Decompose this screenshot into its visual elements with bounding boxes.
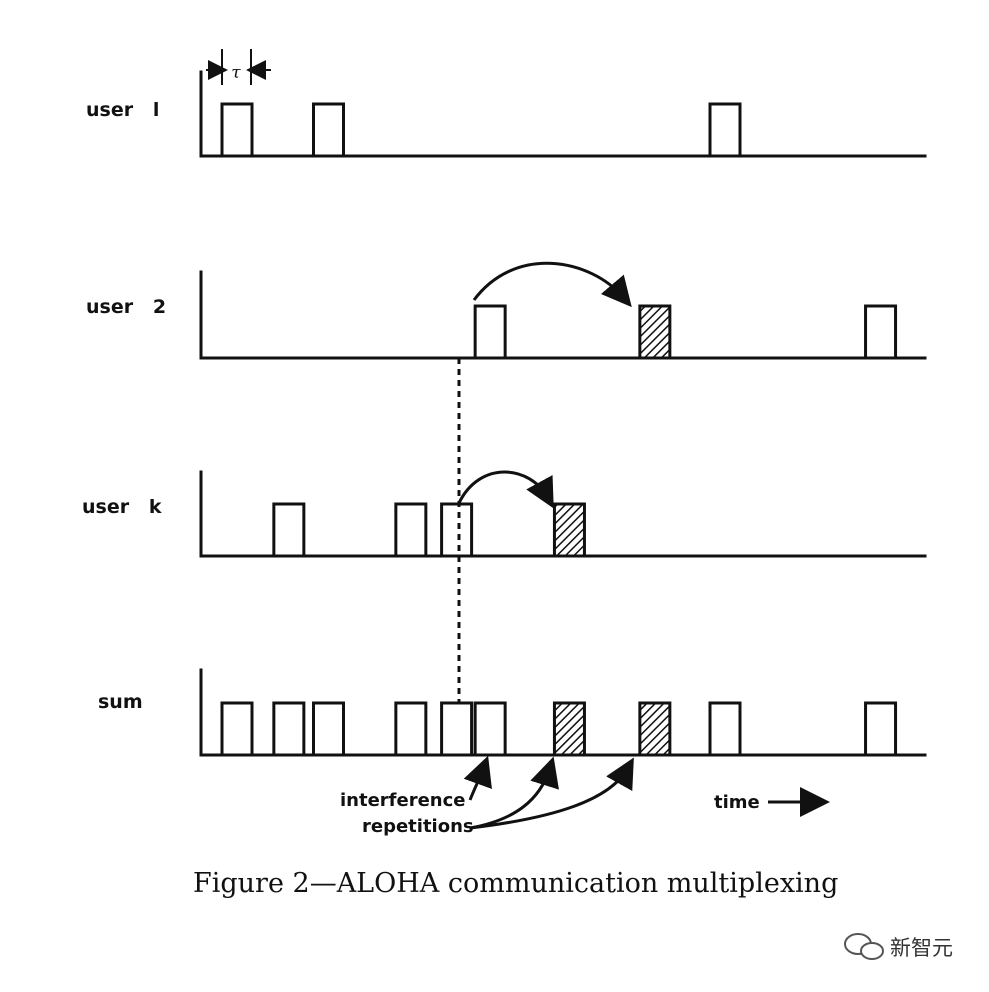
packet [220, 102, 254, 158]
time-axis [199, 470, 927, 558]
row-sum [199, 668, 927, 757]
repetition-packet [638, 701, 672, 757]
retransmit-arc-user-2 [472, 261, 632, 308]
packet [394, 701, 428, 757]
time-axis [199, 70, 927, 158]
row-user-k [199, 470, 927, 558]
packet [272, 701, 306, 757]
time-label: time [714, 792, 760, 813]
packet [272, 502, 306, 558]
watermark-text: 新智元 [890, 936, 953, 960]
time-axis [199, 270, 927, 360]
tau-label: τ [231, 63, 241, 83]
packet [312, 701, 345, 757]
packet [864, 304, 898, 360]
packet [440, 502, 474, 558]
packet [220, 701, 254, 757]
interference-arrow [463, 755, 492, 801]
interference-label: interference [340, 790, 466, 811]
watermark: 新智元 [844, 933, 953, 960]
tau-marker: τ [206, 49, 271, 85]
row-label-user-2: user 2 [86, 296, 166, 318]
row-user-2 [199, 270, 927, 360]
packet [708, 102, 742, 158]
packet [440, 701, 474, 757]
figure-caption: Figure 2—ALOHA communication multiplexin… [193, 868, 838, 899]
repetition-packet [552, 502, 586, 558]
repetition-arrow-1 [469, 756, 559, 830]
packet [708, 701, 742, 757]
repetitions-label: repetitions [362, 816, 474, 837]
repetition-arrow-2 [469, 757, 634, 830]
packet [394, 502, 428, 558]
packet [473, 304, 507, 360]
packet [864, 701, 898, 757]
packet [473, 701, 507, 757]
retransmit-arc-user-k [457, 470, 554, 509]
packet [312, 102, 345, 158]
row-user-1 [199, 70, 927, 158]
chat-bubbles-icon [844, 933, 884, 960]
row-label-user-k: user k [82, 496, 162, 518]
repetition-packet [638, 304, 672, 360]
time-axis [199, 668, 927, 757]
row-label-user-1: user l [86, 99, 159, 121]
repetition-packet [552, 701, 586, 757]
row-label-sum: sum [98, 691, 143, 713]
